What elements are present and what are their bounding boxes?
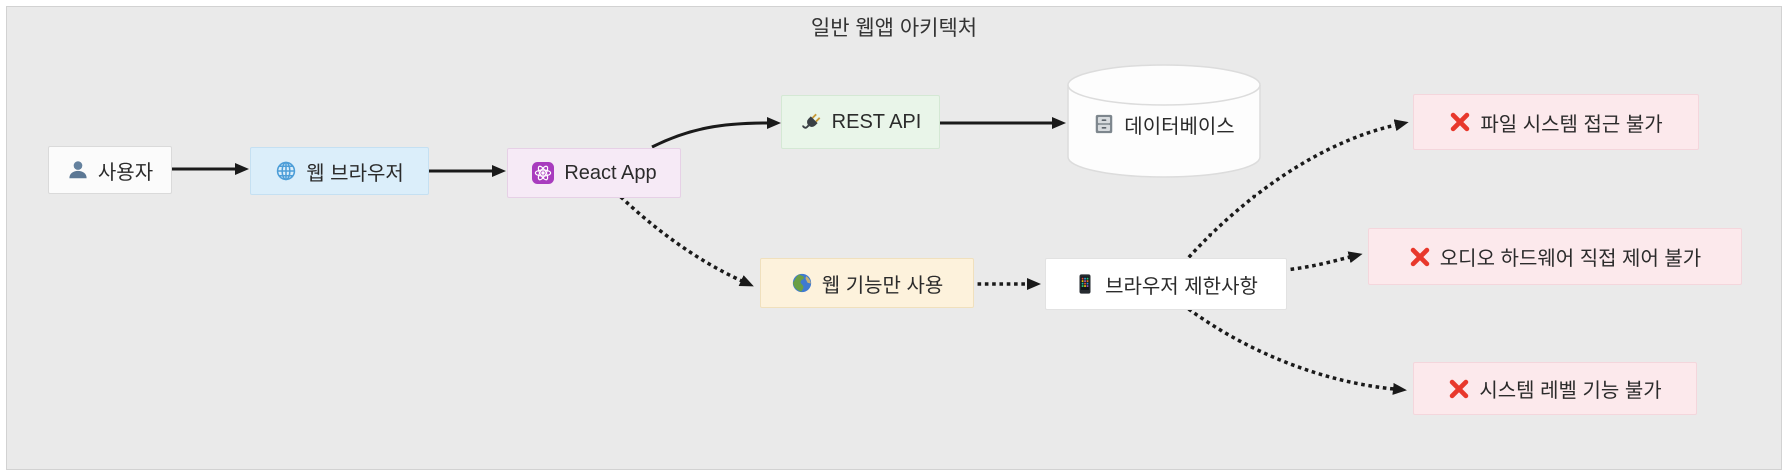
edge-limits-to-nosys xyxy=(1187,307,1407,395)
file-cabinet-icon xyxy=(1093,113,1115,135)
node-no-filesystem-access: 파일 시스템 접근 불가 xyxy=(1413,94,1699,150)
edge-limits-to-nofs xyxy=(1187,119,1409,259)
node-web-browser: 웹 브라우저 xyxy=(250,147,429,195)
user-icon xyxy=(67,159,89,181)
edge-react-to-restapi xyxy=(651,117,781,149)
node-label: 오디오 하드웨어 직접 제어 불가 xyxy=(1439,248,1702,270)
node-rest-api: REST API xyxy=(781,95,940,149)
node-no-system-level-features: 시스템 레벨 기능 불가 xyxy=(1413,362,1697,415)
mobile-phone-icon xyxy=(1074,273,1096,295)
earth-globe-icon xyxy=(791,272,813,294)
cross-mark-icon xyxy=(1449,111,1471,133)
node-label: 웹 기능만 사용 xyxy=(821,274,944,297)
node-label: React App xyxy=(564,161,657,184)
node-react-app: React App xyxy=(507,148,681,198)
diagram-title: 일반 웹앱 아키텍처 xyxy=(810,17,978,40)
react-atom-icon xyxy=(531,161,555,185)
node-label: 웹 브라우저 xyxy=(306,162,404,185)
node-no-audio-hardware-control: 오디오 하드웨어 직접 제어 불가 xyxy=(1368,228,1742,285)
node-web-features-only: 웹 기능만 사용 xyxy=(760,258,974,308)
database-cylinder-shape xyxy=(1067,64,1261,178)
node-label: 사용자 xyxy=(97,161,154,184)
node-database: 데이터베이스 xyxy=(1068,100,1260,148)
edge-react-to-webonly xyxy=(619,195,754,287)
node-label: 시스템 레벨 기능 불가 xyxy=(1479,380,1662,402)
node-label: 데이터베이스 xyxy=(1124,115,1235,138)
node-browser-limitations: 브라우저 제한사항 xyxy=(1045,258,1287,310)
node-user: 사용자 xyxy=(48,146,172,194)
globe-meridians-icon xyxy=(275,160,297,182)
edge-limits-to-noaudio xyxy=(1283,251,1363,272)
node-label: 브라우저 제한사항 xyxy=(1105,275,1258,298)
cross-mark-icon xyxy=(1448,378,1470,400)
node-label: 파일 시스템 접근 불가 xyxy=(1480,113,1663,136)
cross-mark-icon xyxy=(1409,246,1431,268)
node-label: REST API xyxy=(831,110,922,133)
plug-icon xyxy=(800,111,823,134)
